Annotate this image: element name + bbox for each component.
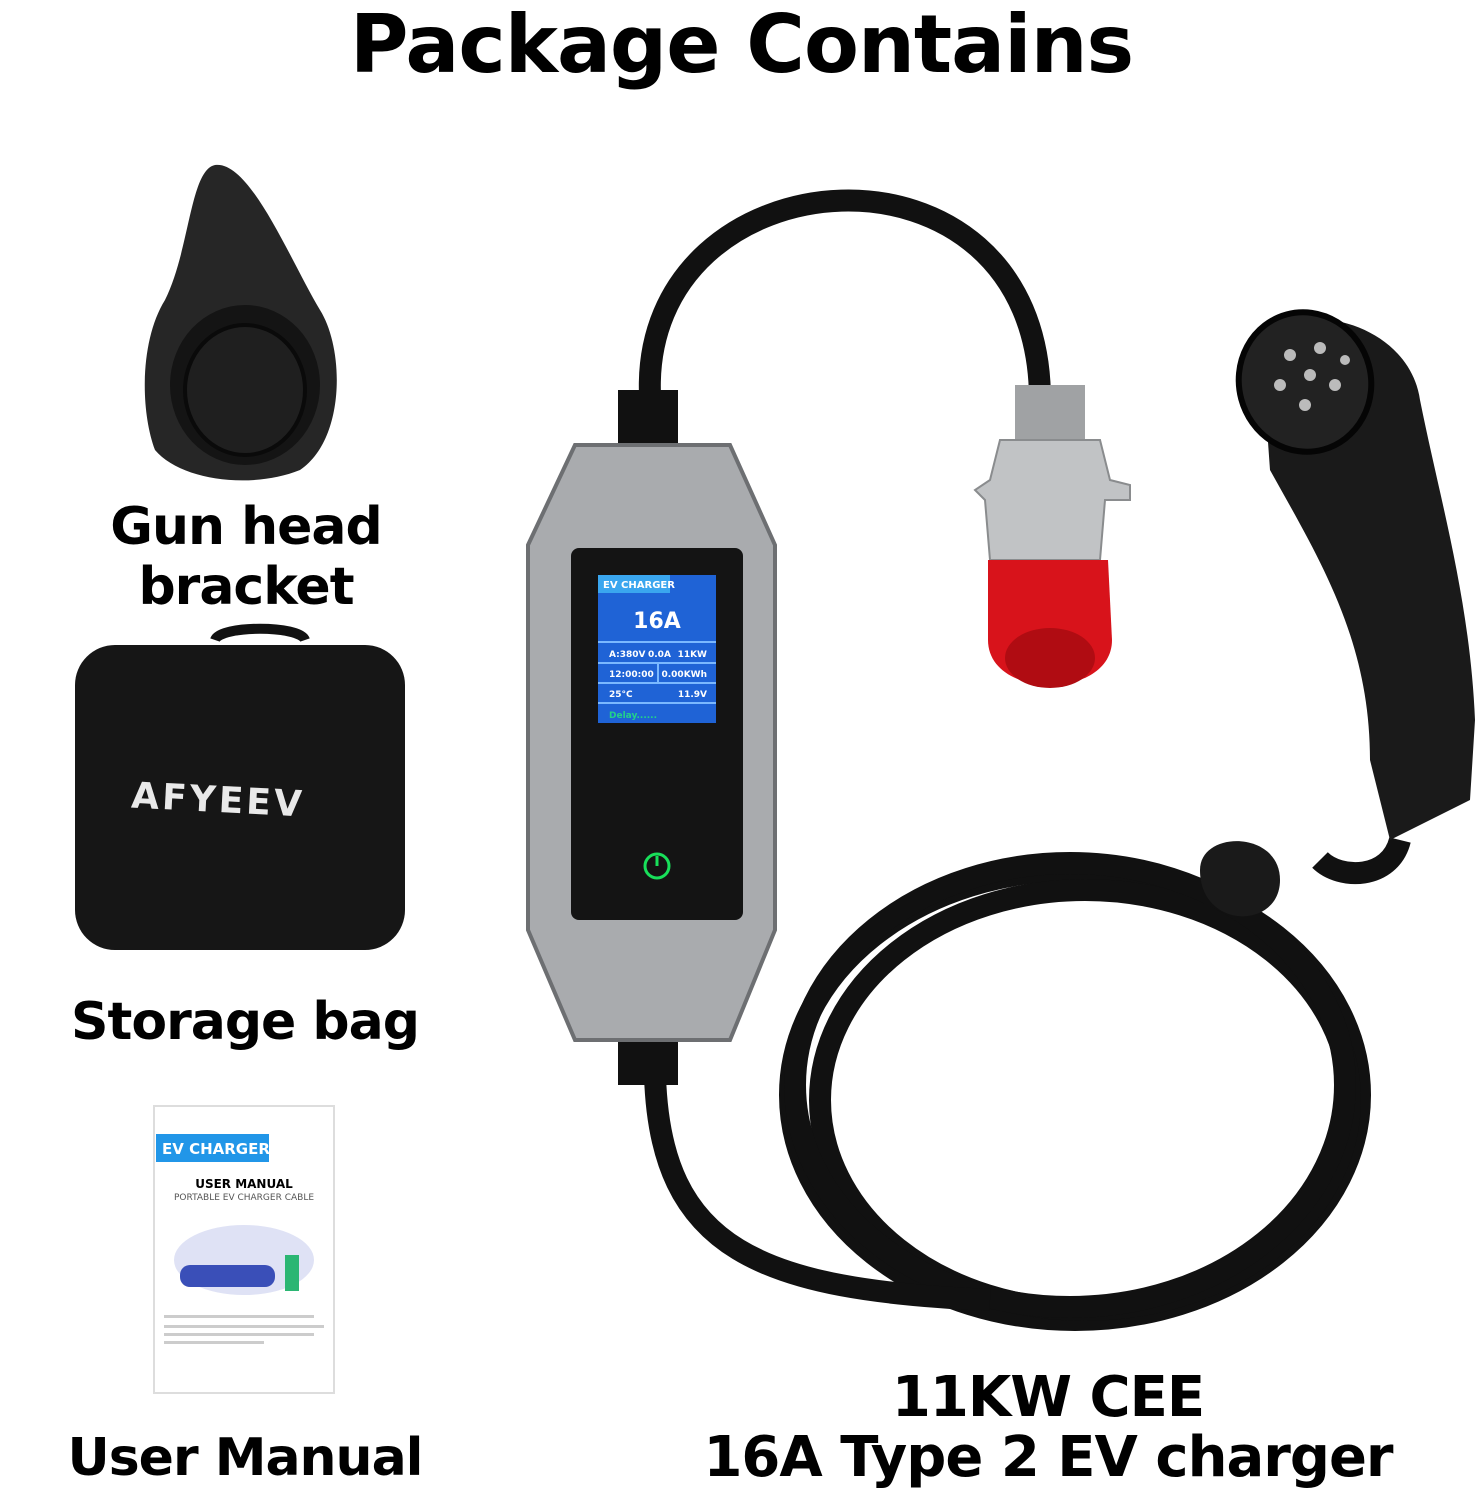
screen-time: 12:00:00 <box>609 670 654 680</box>
screen-temperature: 25°C <box>609 690 633 700</box>
charger-caption-line1: 11KW CEE <box>891 1365 1205 1430</box>
bag-brand: AFYEEV <box>130 775 305 825</box>
label-gun-head-bracket: Gun head bracket <box>110 497 382 617</box>
screen-status: Delay...... <box>609 711 657 721</box>
manual-banner: EV CHARGER <box>162 1140 270 1158</box>
cable-coil <box>638 189 1411 1331</box>
cee-plug <box>973 385 1131 688</box>
label-storage-bag: Storage bag <box>71 992 420 1052</box>
screen-energy: 0.00KWh <box>661 670 707 680</box>
bracket-icon <box>144 164 337 481</box>
page-title: Package Contains <box>349 0 1134 91</box>
bag-icon: AFYEEV <box>75 623 405 950</box>
type2-connector <box>1200 309 1475 917</box>
manual-icon: EV CHARGER USER MANUAL PORTABLE EV CHARG… <box>153 1105 335 1394</box>
power-button-icon[interactable] <box>643 852 671 880</box>
screen-voltage: A:380V <box>609 650 646 660</box>
screen-current: 16A <box>633 609 681 634</box>
charger-control-box: EV CHARGER 16A A:380V 0.0A 11KW 12:00:00… <box>526 390 777 1085</box>
screen-volt2: 11.9V <box>678 690 707 700</box>
manual-heading: USER MANUAL <box>195 1177 293 1191</box>
label-user-manual: User Manual <box>67 1428 424 1488</box>
screen-amps: 0.0A <box>648 650 671 660</box>
charger-caption-line2: 16A Type 2 EV charger <box>703 1425 1393 1490</box>
screen-power: 11KW <box>678 650 707 660</box>
manual-subheading: PORTABLE EV CHARGER CABLE <box>174 1193 314 1203</box>
screen-header: EV CHARGER <box>603 580 675 591</box>
